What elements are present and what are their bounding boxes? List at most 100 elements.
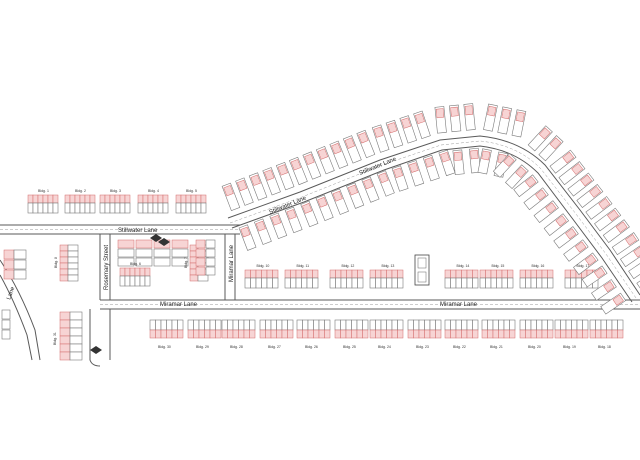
unit-right[interactable] bbox=[69, 311, 83, 321]
curve-lot[interactable] bbox=[269, 212, 288, 240]
unit-upper[interactable] bbox=[496, 269, 503, 279]
unit-lower[interactable] bbox=[142, 202, 149, 214]
building-block[interactable] bbox=[64, 194, 96, 214]
unit-upper[interactable] bbox=[152, 194, 159, 204]
unit-lower[interactable] bbox=[519, 277, 526, 289]
unit-upper[interactable] bbox=[177, 319, 184, 331]
unit-upper[interactable] bbox=[243, 319, 250, 331]
unit-lower[interactable] bbox=[250, 277, 257, 289]
building-block-south[interactable] bbox=[149, 319, 184, 339]
unit-upper[interactable] bbox=[498, 319, 505, 331]
unit-lower[interactable] bbox=[195, 202, 202, 214]
unit-upper[interactable] bbox=[261, 269, 268, 279]
curve-lot[interactable] bbox=[602, 219, 630, 243]
unit-lower[interactable] bbox=[418, 329, 425, 339]
unit-upper[interactable] bbox=[249, 319, 256, 331]
curve-lot[interactable] bbox=[620, 244, 640, 268]
unit-upper[interactable] bbox=[487, 319, 494, 331]
unit-upper[interactable] bbox=[589, 319, 596, 331]
unit-lower[interactable] bbox=[450, 277, 457, 289]
unit-upper[interactable] bbox=[137, 194, 144, 204]
unit-upper[interactable] bbox=[369, 319, 376, 331]
unit-lower[interactable] bbox=[306, 277, 313, 289]
unit-upper[interactable] bbox=[296, 319, 303, 331]
unit-right[interactable] bbox=[67, 262, 79, 270]
curve-lot[interactable] bbox=[254, 218, 272, 245]
curve-lot[interactable] bbox=[591, 279, 617, 301]
curve-lot-outline[interactable] bbox=[636, 268, 640, 292]
unit-upper[interactable] bbox=[472, 269, 479, 279]
unit-upper[interactable] bbox=[345, 319, 352, 331]
unit-upper[interactable] bbox=[180, 194, 187, 204]
unit-upper[interactable] bbox=[119, 194, 126, 204]
unit-upper[interactable] bbox=[162, 194, 169, 204]
unit-upper[interactable] bbox=[195, 194, 202, 204]
unit-lower[interactable] bbox=[386, 329, 393, 339]
unit-lower[interactable] bbox=[160, 329, 167, 339]
unit-upper[interactable] bbox=[525, 319, 532, 331]
building-block-south[interactable] bbox=[296, 319, 331, 339]
unit-left[interactable] bbox=[189, 274, 199, 282]
building-block[interactable] bbox=[329, 269, 364, 289]
unit-upper[interactable] bbox=[369, 269, 376, 279]
unit-upper[interactable] bbox=[492, 319, 499, 331]
unit-lower[interactable] bbox=[375, 329, 382, 339]
unit-upper[interactable] bbox=[541, 319, 548, 331]
unit-upper[interactable] bbox=[281, 319, 288, 331]
unit-lower[interactable] bbox=[296, 329, 303, 339]
unit-upper[interactable] bbox=[313, 319, 320, 331]
unit-upper[interactable] bbox=[215, 319, 222, 331]
unit-left[interactable] bbox=[59, 311, 71, 321]
curve-lot[interactable] bbox=[511, 109, 527, 138]
unit-lower[interactable] bbox=[455, 277, 462, 289]
unit-lower[interactable] bbox=[541, 329, 548, 339]
unit-upper[interactable] bbox=[134, 267, 141, 277]
building-block-south[interactable] bbox=[259, 319, 294, 339]
unit[interactable] bbox=[195, 257, 206, 267]
unit-upper[interactable] bbox=[340, 319, 347, 331]
curve-lot[interactable] bbox=[275, 161, 295, 191]
unit-upper[interactable] bbox=[157, 194, 164, 204]
unit-lower[interactable] bbox=[312, 277, 319, 289]
unit[interactable] bbox=[13, 269, 27, 280]
unit-lower[interactable] bbox=[466, 277, 473, 289]
building-block-south[interactable] bbox=[187, 319, 222, 339]
unit-lower[interactable] bbox=[227, 329, 234, 339]
curve-lot[interactable] bbox=[543, 213, 570, 236]
unit-upper[interactable] bbox=[204, 319, 211, 331]
curve-lot[interactable] bbox=[497, 106, 512, 135]
unit-lower[interactable] bbox=[487, 329, 494, 339]
unit-upper[interactable] bbox=[391, 319, 398, 331]
curve-lot[interactable] bbox=[492, 153, 517, 178]
curve-lot[interactable] bbox=[235, 177, 254, 206]
curve-lot[interactable] bbox=[422, 154, 440, 182]
unit-lower[interactable] bbox=[435, 329, 442, 339]
unit-upper[interactable] bbox=[104, 194, 111, 204]
unit-lower[interactable] bbox=[307, 329, 314, 339]
unit-upper[interactable] bbox=[356, 319, 363, 331]
curve-lot[interactable] bbox=[376, 170, 395, 197]
unit-right[interactable] bbox=[69, 327, 83, 337]
unit-lower[interactable] bbox=[340, 329, 347, 339]
unit-lower[interactable] bbox=[64, 202, 71, 214]
unit-lower[interactable] bbox=[391, 277, 398, 289]
unit-lower[interactable] bbox=[243, 329, 250, 339]
unit[interactable] bbox=[153, 248, 171, 258]
unit-upper[interactable] bbox=[466, 319, 473, 331]
unit-upper[interactable] bbox=[611, 319, 618, 331]
unit-right[interactable] bbox=[67, 268, 79, 276]
curve-lot[interactable] bbox=[356, 129, 376, 159]
building-block-south[interactable] bbox=[369, 319, 404, 339]
unit-upper[interactable] bbox=[290, 269, 297, 279]
unit-lower[interactable] bbox=[139, 275, 146, 287]
unit-upper[interactable] bbox=[507, 269, 514, 279]
unit-upper[interactable] bbox=[193, 319, 200, 331]
unit-lower[interactable] bbox=[281, 329, 288, 339]
unit[interactable] bbox=[1, 309, 11, 320]
unit-left[interactable] bbox=[59, 335, 71, 345]
curve-lot[interactable] bbox=[611, 232, 640, 256]
building-block-south[interactable] bbox=[334, 319, 369, 339]
unit-upper[interactable] bbox=[284, 269, 291, 279]
unit-lower[interactable] bbox=[180, 202, 187, 214]
unit-upper[interactable] bbox=[455, 319, 462, 331]
